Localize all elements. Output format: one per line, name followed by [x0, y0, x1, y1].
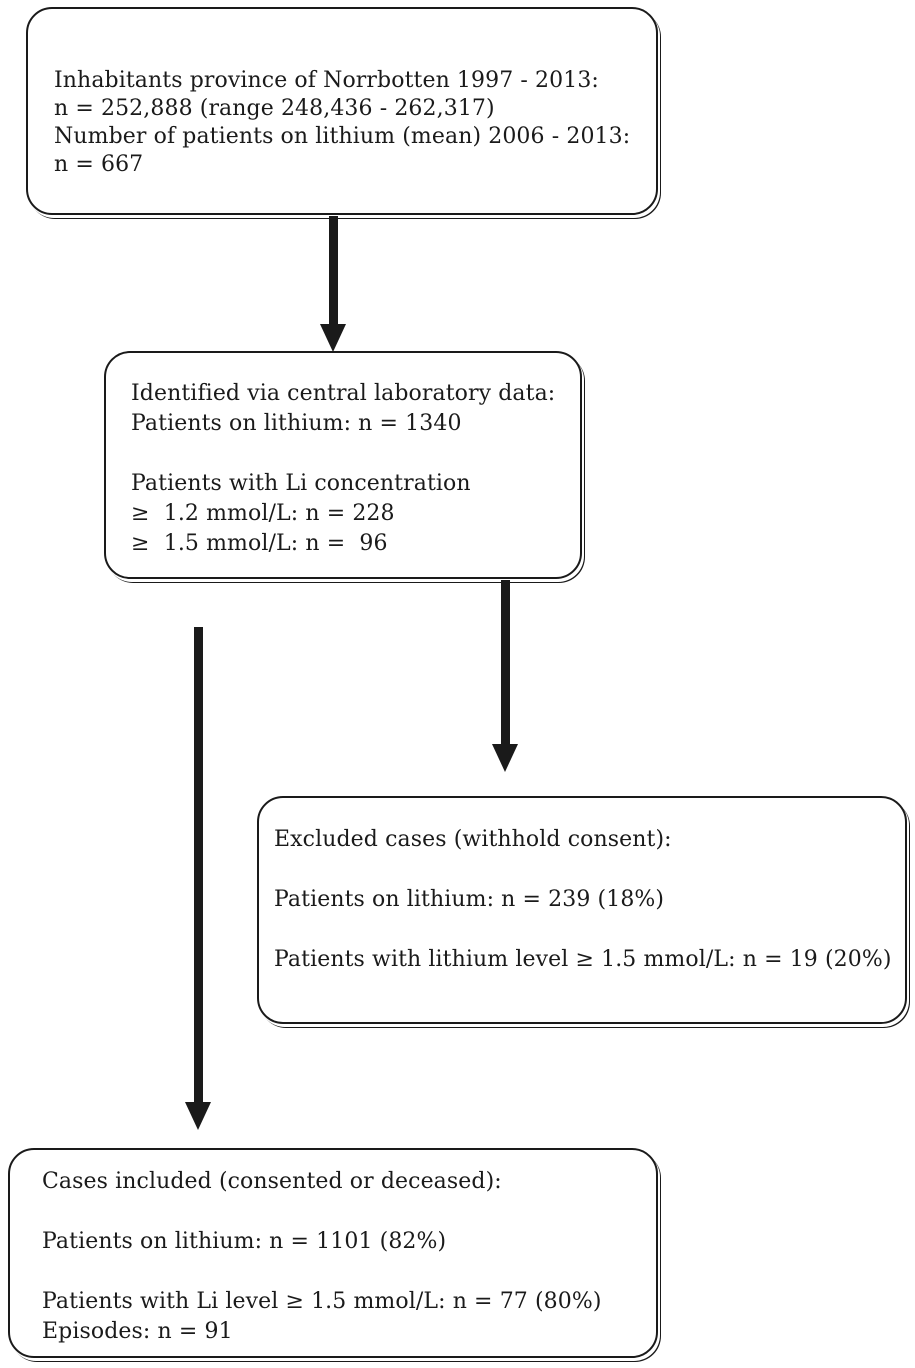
included-line-2: Patients on lithium: n = 1101 (82%) — [42, 1229, 447, 1254]
arrow-identified-to-included-shaft — [194, 627, 203, 1104]
population-line-2: n = 252,888 (range 248,436 - 262,317) — [54, 96, 495, 121]
population-line-3: Number of patients on lithium (mean) 200… — [54, 124, 631, 149]
excluded-line-2: Patients on lithium: n = 239 (18%) — [274, 887, 665, 912]
identified-box: Identified via central laboratory data: … — [104, 351, 582, 579]
excluded-line-3: Patients with lithium level ≥ 1.5 mmol/L… — [274, 947, 892, 972]
arrow-population-to-identified-shaft — [329, 216, 338, 326]
identified-line-3: Patients with Li concentration — [131, 471, 471, 496]
included-box: Cases included (consented or deceased): … — [8, 1148, 658, 1358]
population-line-1: Inhabitants province of Norrbotten 1997 … — [54, 68, 599, 93]
arrow-identified-to-included-head — [185, 1102, 211, 1130]
included-line-1: Cases included (consented or deceased): — [42, 1169, 502, 1194]
population-line-4: n = 667 — [54, 152, 144, 177]
included-line-4: Episodes: n = 91 — [42, 1319, 233, 1344]
identified-line-4: ≥ 1.2 mmol/L: n = 228 — [131, 501, 395, 526]
identified-line-2: Patients on lithium: n = 1340 — [131, 411, 462, 436]
identified-line-5: ≥ 1.5 mmol/L: n = 96 — [131, 531, 388, 556]
excluded-line-1: Excluded cases (withhold consent): — [274, 827, 672, 852]
arrow-identified-to-excluded-head — [492, 744, 518, 772]
identified-line-1: Identified via central laboratory data: — [131, 381, 556, 406]
arrow-identified-to-excluded-shaft — [501, 580, 510, 746]
excluded-box: Excluded cases (withhold consent): Patie… — [257, 796, 907, 1024]
included-line-3: Patients with Li level ≥ 1.5 mmol/L: n =… — [42, 1289, 602, 1314]
arrow-population-to-identified-head — [320, 324, 346, 352]
population-box: Inhabitants province of Norrbotten 1997 … — [26, 7, 658, 215]
